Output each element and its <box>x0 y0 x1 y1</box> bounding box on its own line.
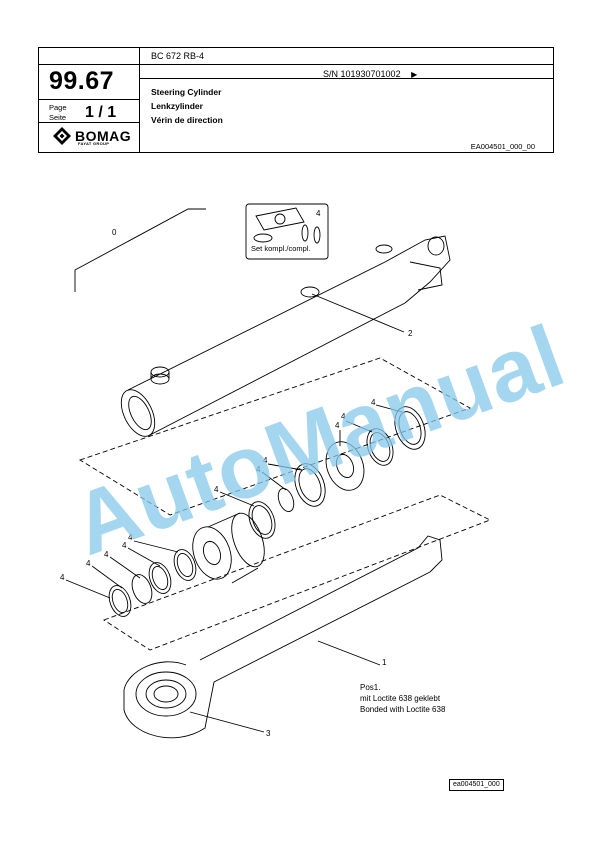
model-name: BC 672 RB-4 <box>151 51 205 61</box>
page-label: Page <box>49 103 67 112</box>
drawing-reference: ea004501_000 <box>449 779 504 791</box>
callout-4: 4 <box>104 550 109 559</box>
leader-line-3 <box>311 293 405 333</box>
header-divider <box>139 48 140 152</box>
rod-seals <box>108 549 197 617</box>
callout-4: 4 <box>86 559 91 568</box>
title-block: Steering Cylinder Lenkzylinder Vérin de … <box>151 85 223 127</box>
serial-text: S/N 101930701002 <box>323 69 401 79</box>
callout-4: 4 <box>128 533 133 542</box>
callout-4: 4 <box>371 398 376 407</box>
note-line: mit Loctite 638 geklebt <box>360 694 441 703</box>
title-english: Steering Cylinder <box>151 87 222 97</box>
header-rule <box>39 122 139 123</box>
seal-kit-label: Set kompl./compl. <box>251 244 311 253</box>
callout-4: 4 <box>263 456 268 465</box>
title-french: Vérin de direction <box>151 115 223 125</box>
title-german: Lenkzylinder <box>151 101 203 111</box>
dashed-group-lower <box>103 494 492 651</box>
seal-kit-oring <box>301 224 309 242</box>
cylinder-barrel <box>120 235 451 437</box>
seite-label: Seite <box>49 113 67 122</box>
piston-seals <box>248 406 426 539</box>
callout-seal-kit: 4 <box>316 209 321 218</box>
seal-kit-box <box>245 203 329 260</box>
callout-0: 0 <box>112 228 117 237</box>
note-line: Bonded with Loctite 638 <box>360 705 446 714</box>
assembly-note: Pos1. mit Loctite 638 geklebt Bonded wit… <box>360 682 445 715</box>
leader-line-0 <box>74 208 206 292</box>
seal-kit-oring <box>313 226 321 244</box>
header-rule <box>139 78 554 79</box>
callout-1: 1 <box>382 658 387 667</box>
cylinder-gland <box>192 512 265 584</box>
piston-rod <box>123 535 443 739</box>
callout-4: 4 <box>341 412 346 421</box>
header-rule <box>39 99 139 100</box>
bomag-diamond-icon <box>53 127 71 145</box>
bomag-logo: BOMAG FAYAT GROUP <box>53 127 132 146</box>
callout-4: 4 <box>256 465 261 474</box>
page-number: 99.67 <box>49 67 115 95</box>
page-value: 1 / 1 <box>85 104 117 121</box>
header-block: 99.67 Page Seite 1 / 1 BOMAG FAYAT GROUP… <box>38 47 554 153</box>
leader-lines-4 <box>65 404 403 599</box>
callout-4: 4 <box>60 573 65 582</box>
play-arrow-icon: ▶ <box>411 70 418 79</box>
seal-kit-plate <box>255 207 305 231</box>
brand-name: BOMAG <box>75 128 132 144</box>
callout-2: 3 <box>266 729 271 738</box>
leader-line-2 <box>189 711 265 733</box>
seal-kit-oring <box>253 233 273 243</box>
dashed-group-upper <box>78 357 472 516</box>
header-rule <box>39 64 553 65</box>
seal-kit-hole <box>274 213 286 225</box>
note-line: Pos1. <box>360 683 381 692</box>
serial-number: S/N 101930701002 ▶ <box>323 69 417 79</box>
callout-4: 4 <box>122 541 127 550</box>
document-id: EA004501_000_00 <box>470 142 535 151</box>
callout-3: 2 <box>408 329 413 338</box>
callout-4: 4 <box>214 485 219 494</box>
callout-4: 4 <box>335 421 340 430</box>
leader-line-1 <box>317 640 381 666</box>
brand-subtitle: FAYAT GROUP <box>78 141 110 146</box>
